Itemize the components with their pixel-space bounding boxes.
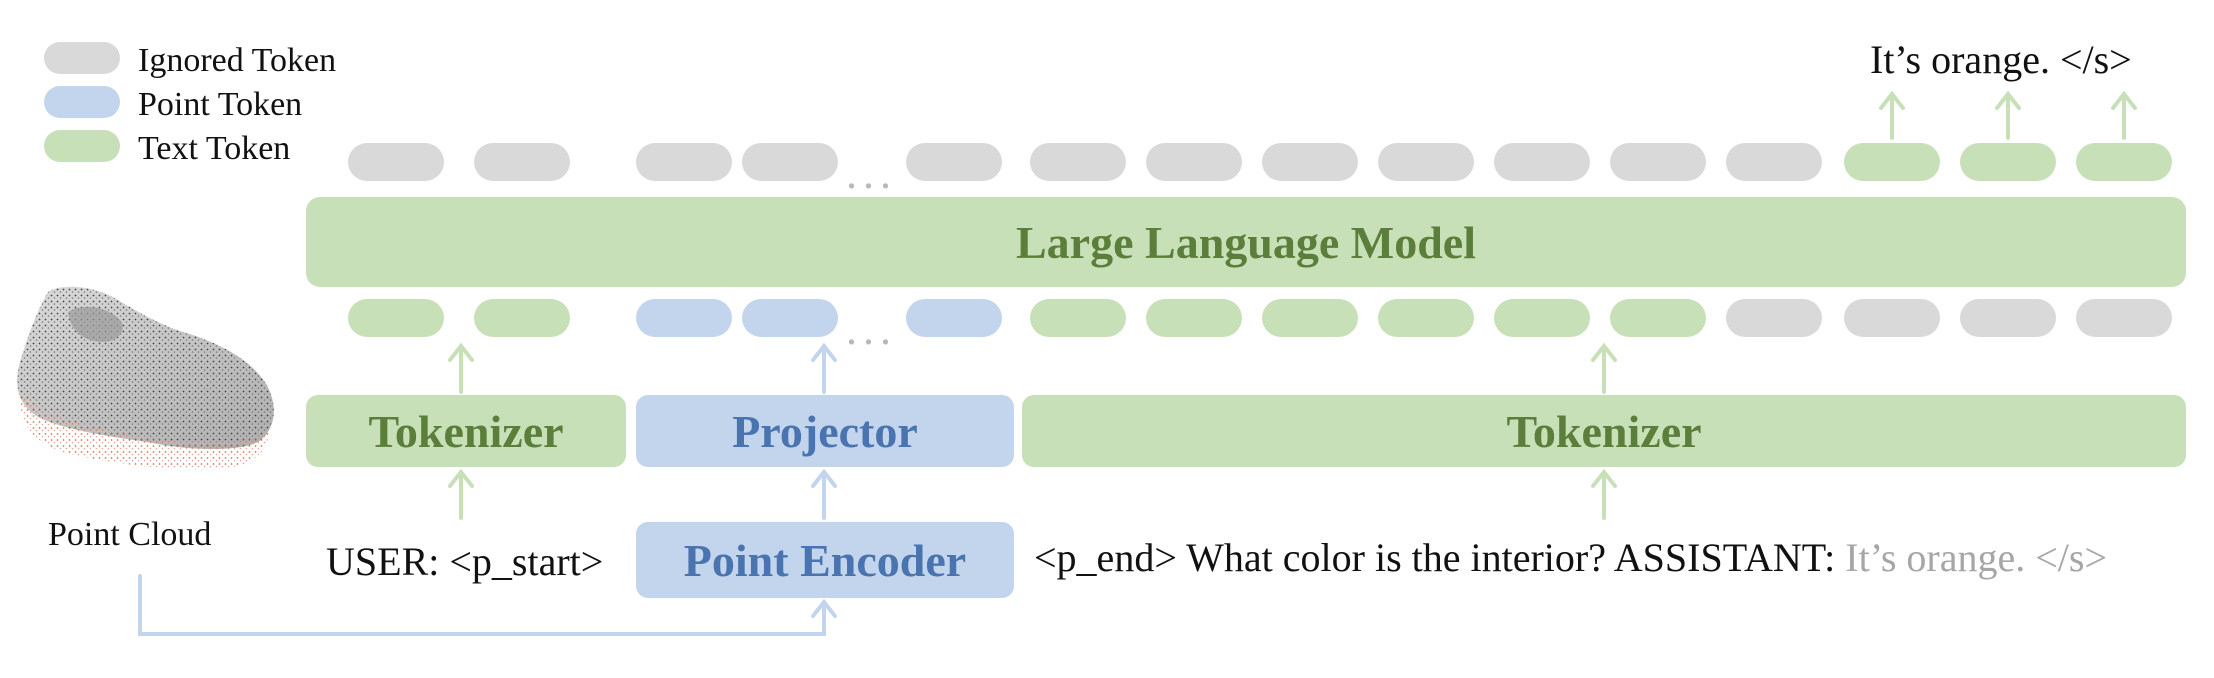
legend-point-label: Point Token [138,86,303,123]
point-encoder-label: Point Encoder [683,534,967,586]
output-token [1726,143,1822,181]
point-encoder-block: Point Encoder [636,522,1014,598]
input-text-token [348,299,444,337]
output-text: It’s orange. </s> [1870,37,2132,82]
output-text-token [1844,143,1940,181]
tokenizer-left-label: Tokenizer [368,405,564,457]
output-token [1262,143,1358,181]
output-token [474,143,570,181]
output-ellipsis: ... [846,149,897,198]
output-token [742,143,838,181]
input-point-token [742,299,838,337]
input-text-token [1610,299,1706,337]
output-token [906,143,1002,181]
output-token [1146,143,1242,181]
question-span: <p_end> What color is the interior? ASSI… [1034,535,1836,580]
output-token [1378,143,1474,181]
tokenizer-right-label: Tokenizer [1506,405,1702,457]
point-cloud-shoe-image [17,286,274,470]
input-ellipsis: ... [846,305,897,354]
tokenizer-right-block: Tokenizer [1022,395,2186,467]
input-text-token [1262,299,1358,337]
user-prefix-text: USER: <p_start> [326,539,604,584]
output-text-token [2076,143,2172,181]
tokenizer-left-block: Tokenizer [306,395,626,467]
input-text-token [474,299,570,337]
output-token [1610,143,1706,181]
input-text-token [1378,299,1474,337]
projector-label: Projector [732,405,918,457]
input-ignored-token [1960,299,2056,337]
output-token [1494,143,1590,181]
projector-block: Projector [636,395,1014,467]
output-token [636,143,732,181]
question-text: <p_end> What color is the interior? ASSI… [1034,538,2107,578]
legend-text-swatch [44,130,120,162]
input-ignored-token [1726,299,1822,337]
input-point-token [906,299,1002,337]
input-text-token [1030,299,1126,337]
input-text-token [1494,299,1590,337]
legend-point-swatch [44,86,120,118]
llm-label: Large Language Model [1016,216,1476,268]
input-text-token [1146,299,1242,337]
legend-text-label: Text Token [138,130,291,167]
point-cloud-label: Point Cloud [48,516,212,553]
legend-ignored-label: Ignored Token [138,42,337,79]
input-ignored-token [1844,299,1940,337]
legend-ignored-swatch [44,42,120,74]
large-language-model-block: Large Language Model [306,197,2186,287]
output-token [348,143,444,181]
answer-span: It’s orange. </s> [1845,535,2108,580]
input-point-token [636,299,732,337]
input-ignored-token [2076,299,2172,337]
output-token [1030,143,1126,181]
output-text-token [1960,143,2056,181]
